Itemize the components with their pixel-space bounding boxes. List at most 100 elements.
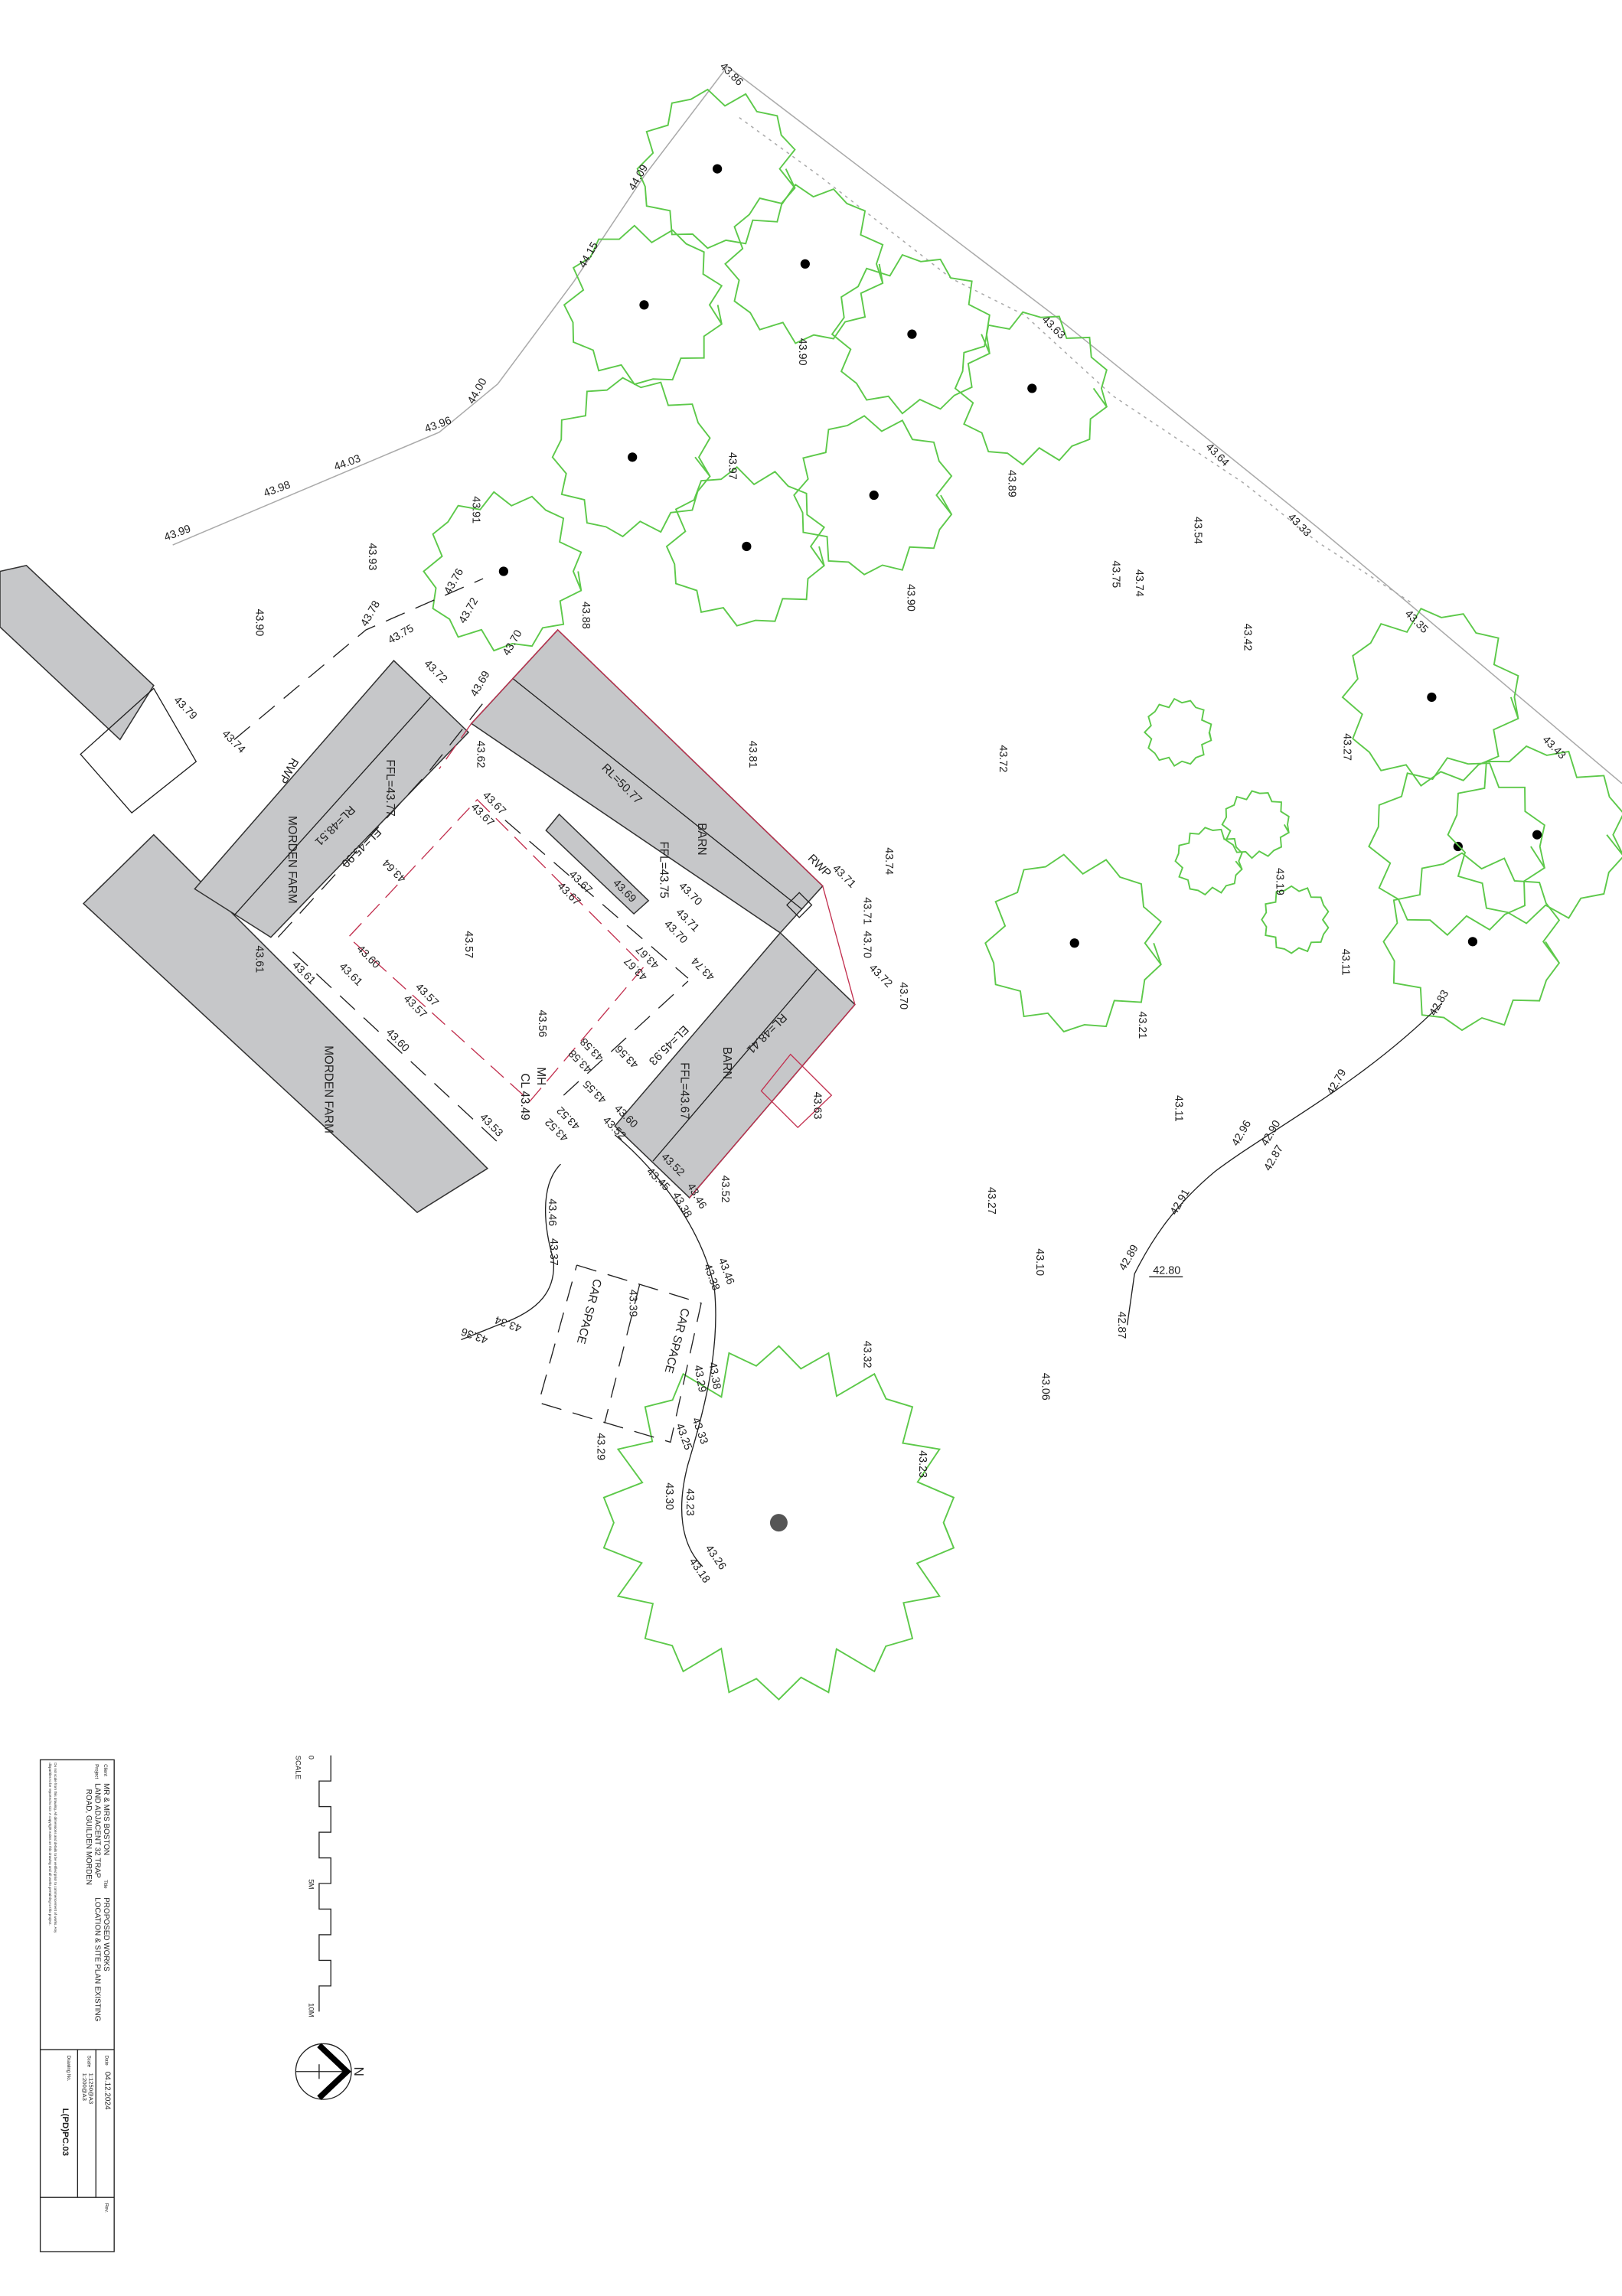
spot-level: 42.90 [1258, 1118, 1283, 1148]
spot-level: 43.70 [897, 982, 909, 1009]
spot-level: 43.75 [1109, 560, 1121, 588]
spot-level: 43.71 [830, 863, 858, 891]
spot-level: 43.74 [1133, 569, 1145, 597]
spot-level: 42.91 [1168, 1187, 1193, 1217]
spot-level: 43.11 [1340, 949, 1352, 976]
spot-level: 43.72 [866, 962, 895, 990]
shrub-canopy [1143, 697, 1212, 767]
tree-trunk-icon [1467, 937, 1478, 947]
scale-5m: 5M [307, 1879, 315, 1889]
spot-level: 43.79 [171, 694, 200, 722]
north-arrow-icon: N [295, 2043, 367, 2100]
courtyard-edge [439, 723, 472, 770]
label-barn-long: BARN [695, 823, 708, 855]
label-morden-farm-lower: MORDEN FARM [322, 1045, 335, 1133]
scale-10m: 10M [307, 2003, 315, 2017]
shrub-canopy [1174, 827, 1243, 896]
client-label: Client [103, 1764, 108, 1776]
tree-canopy [1368, 757, 1546, 937]
rev-label: Rev. [104, 2203, 109, 2213]
spot-level: 42.80 [1153, 1264, 1180, 1277]
tree-canopy [602, 1345, 955, 1701]
disclaimer-line-2: disparities to be reported to CD. A copy… [48, 1763, 52, 1925]
project-line-2: ROAD, GUILDEN MORDEN [84, 1789, 93, 1885]
tree-canopy [1447, 745, 1622, 925]
tree-canopy [1341, 608, 1519, 788]
disclaimer-line-1: Do not scale from this drawing. All dime… [54, 1763, 57, 1933]
title-line-2: LOCATION & SITE PLAN EXISTING [93, 1897, 101, 2021]
courtyard-wall [292, 951, 498, 1143]
spot-level: 43.90 [796, 338, 808, 366]
spot-level: 43.64 [380, 856, 409, 885]
courtyard-wall [504, 820, 689, 979]
spot-level: 43.55 [581, 1078, 609, 1106]
label-barn-long-ffl: FFL=43.75 [658, 841, 671, 898]
spot-level: 44.03 [332, 452, 362, 473]
spot-level: 43.21 [1136, 1011, 1148, 1039]
tree-canopy [665, 466, 826, 627]
spot-level: 43.23 [916, 1450, 928, 1478]
tree-trunk-icon [628, 452, 638, 462]
spot-level: 43.52 [719, 1176, 731, 1203]
rwp-box [786, 892, 813, 918]
tree-trunk-icon [769, 1514, 788, 1532]
hedge-line [739, 117, 1413, 605]
ridge-line [652, 969, 818, 1162]
spot-level: 43.06 [1039, 1373, 1052, 1401]
spot-level: 43.33 [1285, 511, 1314, 540]
spot-level: 43.29 [691, 1364, 708, 1393]
trees-layer [423, 88, 1622, 1701]
label-manhole-cl: CL 43.49 [518, 1073, 531, 1120]
spot-level: 43.30 [663, 1482, 675, 1510]
courtyard-outline [348, 798, 645, 1102]
barn-extension-outline [760, 1053, 833, 1129]
site-boundary-west [172, 66, 729, 546]
spot-level: 43.74 [883, 847, 895, 875]
spot-level: 43.36 [460, 1325, 490, 1345]
spot-level: 43.26 [703, 1543, 729, 1573]
scale-label: SCALE [293, 1756, 302, 1779]
driveway-west-edge [461, 1163, 561, 1341]
spot-level: 43.91 [470, 496, 482, 523]
spot-level: 43.19 [1274, 868, 1286, 895]
spot-level: 43.90 [253, 608, 266, 636]
title-label: Title [103, 1880, 108, 1889]
scale-zero: 0 [307, 1756, 315, 1760]
spot-level: 43.74 [690, 954, 718, 983]
spot-level: 43.10 [1033, 1248, 1046, 1276]
spot-level: 42.83 [1427, 988, 1451, 1018]
spot-level: 42.87 [1115, 1311, 1128, 1339]
shrub-canopy [1221, 790, 1291, 859]
scale-label-tb: Scale [86, 2056, 92, 2068]
outbuilding [0, 565, 155, 741]
tree-trunk-icon [742, 541, 752, 552]
label-barn-short: BARN [720, 1047, 733, 1079]
morden-farm-lower-building [82, 833, 489, 1214]
morden-farm-upper-building [194, 660, 470, 938]
tree-trunk-icon [1427, 692, 1437, 703]
spot-level: 43.54 [1192, 517, 1204, 544]
tree-canopy [636, 88, 796, 249]
drawing-no-label: Drawing No. [66, 2056, 71, 2082]
car-space-divider [604, 1283, 641, 1424]
tree-canopy [551, 377, 711, 538]
spot-level: 43.39 [626, 1290, 638, 1317]
tree-trunk-icon [498, 566, 509, 576]
title-line-1: PROPOSED WORKS [102, 1897, 110, 1971]
spot-level: 43.33 [689, 1416, 710, 1446]
driveway-east-edge [614, 1134, 716, 1567]
site-boundary-north [727, 66, 1622, 784]
front-wall [233, 578, 484, 740]
spot-level: 43.43 [1540, 734, 1568, 762]
spot-level: 43.61 [253, 945, 266, 973]
ridge-line [511, 677, 803, 910]
courtyard-wall [277, 703, 484, 938]
tree-trunk-icon [1453, 841, 1463, 852]
spot-level: 43.38 [706, 1362, 723, 1391]
scale-value-1: 1:1250@A3 [88, 2073, 95, 2104]
spot-level: 43.42 [1242, 624, 1254, 651]
spot-level: 43.56 [536, 1010, 548, 1038]
spot-level: 43.70 [501, 628, 525, 658]
spot-level: 43.69 [468, 669, 493, 699]
spot-level: 42.79 [1325, 1067, 1349, 1097]
